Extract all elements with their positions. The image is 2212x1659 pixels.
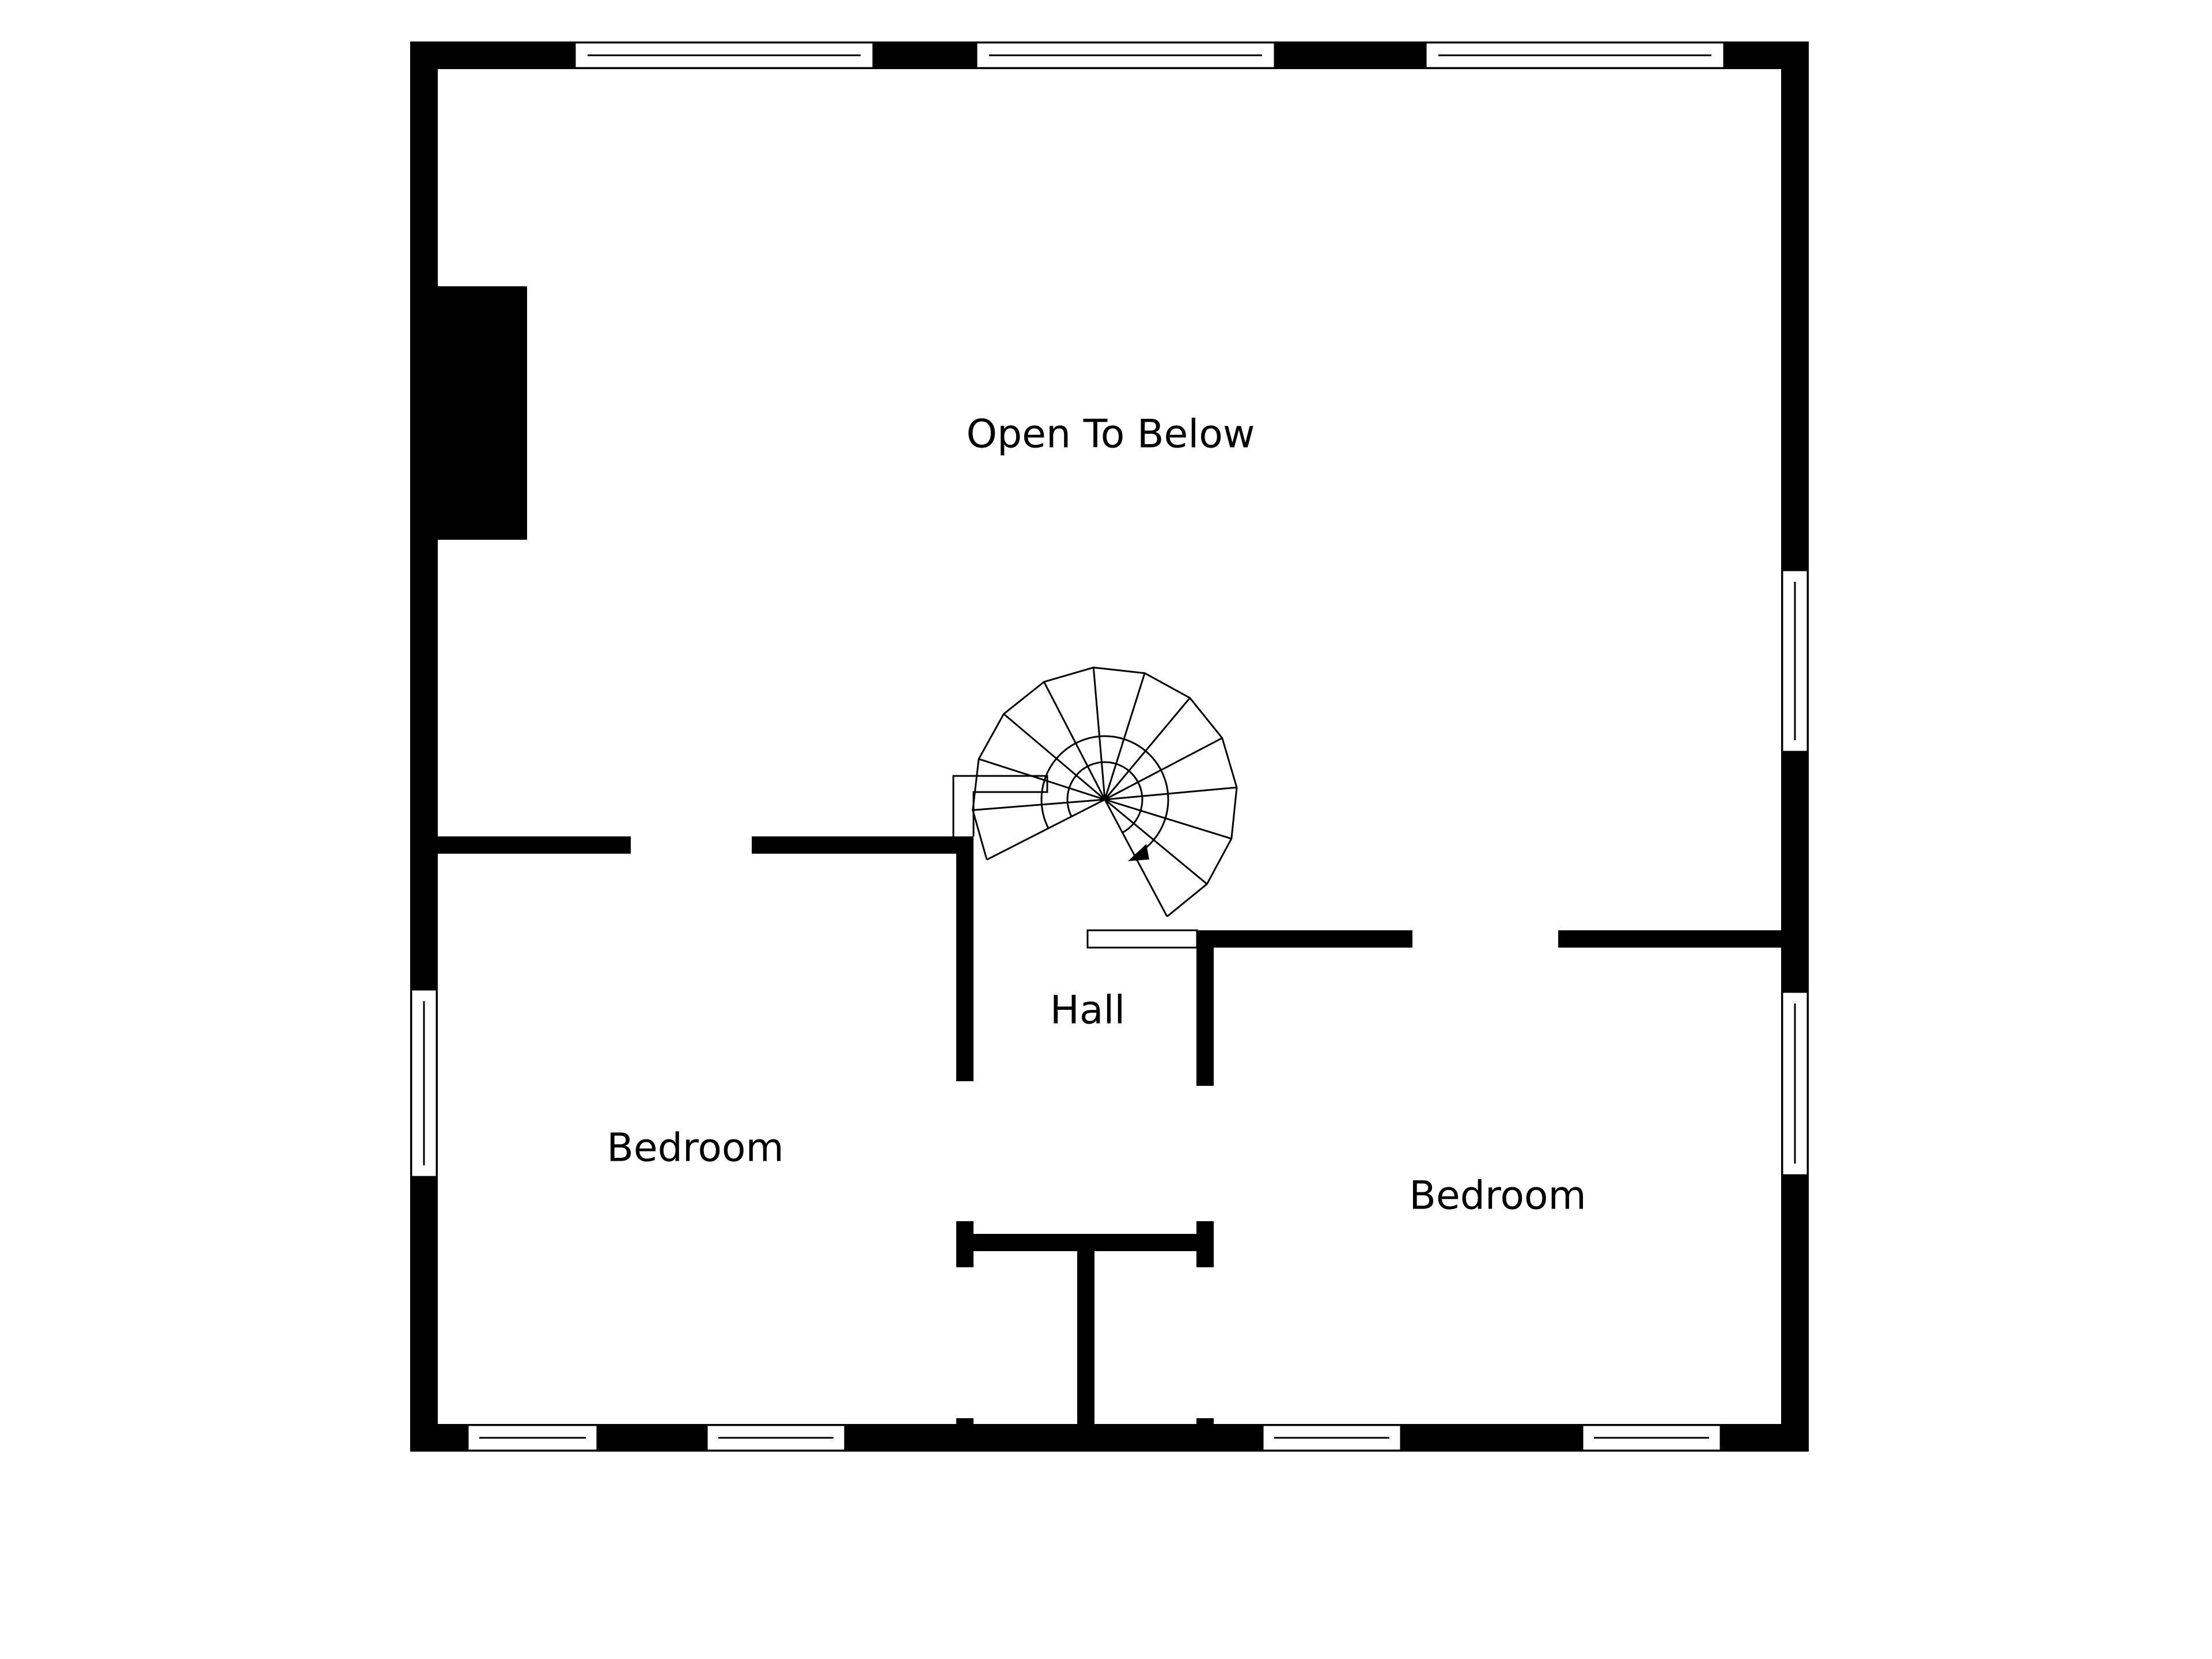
outer-wall-bottom	[410, 1424, 1809, 1452]
wall-left-bedroom-top-b	[752, 836, 974, 854]
wall-closet-divider	[1077, 1234, 1094, 1452]
room-label-bedroom-right: Bedroom	[1409, 1173, 1586, 1219]
chimney-block	[438, 286, 527, 540]
wall-hall-right-c	[1196, 1418, 1214, 1452]
window-top-2	[975, 41, 1276, 69]
interior-walls	[438, 836, 1786, 1452]
window-bottom-1	[467, 1424, 599, 1452]
stair-tread-line	[978, 758, 1105, 801]
stair-tread-line	[1104, 737, 1223, 801]
stair-tread-line	[1043, 681, 1106, 800]
room-label-hall: Hall	[1050, 988, 1126, 1033]
wall-left-bedroom-top-a	[438, 836, 631, 854]
stair-inner-arc	[1066, 761, 1143, 834]
stair-tread-line	[986, 798, 1105, 861]
stair-tread-line	[1092, 667, 1106, 800]
wall-right-bedroom-top-a	[1196, 930, 1412, 948]
stair-direction-arrow	[1128, 844, 1149, 861]
stair-tread-line	[1104, 786, 1237, 801]
stair-tread-line	[1104, 798, 1232, 840]
stair-tread-line	[1104, 697, 1191, 800]
stair-landing-sill	[1086, 929, 1198, 949]
room-label-bedroom-left: Bedroom	[607, 1126, 784, 1171]
stair-railing	[952, 775, 1048, 836]
stair-tread-line	[1104, 798, 1208, 885]
stair-treads	[972, 666, 1238, 918]
window-bottom-3	[1262, 1424, 1402, 1452]
window-left-1	[410, 988, 438, 1178]
window-top-1	[574, 41, 874, 69]
window-bottom-4	[1581, 1424, 1722, 1452]
stair-tread-line	[972, 798, 1105, 811]
window-right-2	[1781, 991, 1809, 1176]
stair-tread-line	[1104, 673, 1146, 800]
room-label-open-to-below: Open To Below	[966, 412, 1255, 457]
window-bottom-2	[706, 1424, 846, 1452]
stair-inner-arc	[1040, 735, 1169, 857]
wall-hall-left-c	[956, 1418, 974, 1452]
wall-right-bedroom-top-b	[1558, 930, 1786, 948]
window-right-1	[1781, 569, 1809, 753]
wall-hall-left-a	[956, 836, 974, 1081]
window-top-3	[1425, 41, 1725, 69]
spiral-staircase	[952, 666, 1238, 949]
stair-tread-line	[1003, 713, 1105, 801]
outer-wall-left	[410, 41, 438, 1452]
wall-hall-right-a	[1196, 930, 1214, 1086]
